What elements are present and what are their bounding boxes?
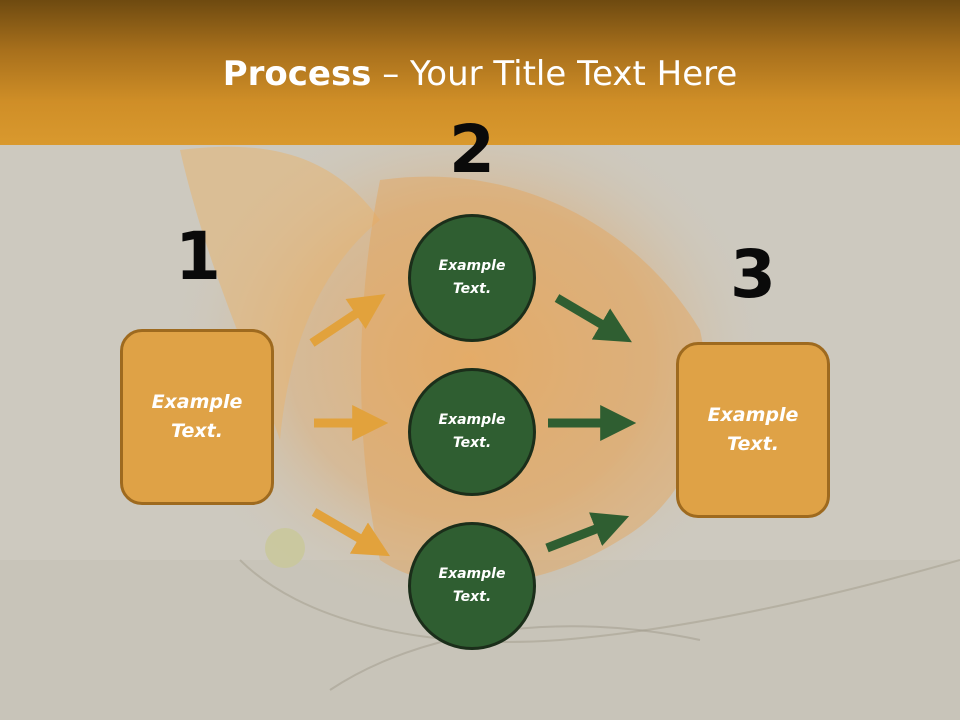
circle-bottom: Example Text. bbox=[408, 522, 536, 650]
slide-title: Process – Your Title Text Here bbox=[0, 50, 960, 98]
circle-middle-text: Example Text. bbox=[438, 412, 506, 451]
left-box: Example Text. bbox=[120, 329, 274, 505]
circle-top-text: Example Text. bbox=[438, 258, 506, 297]
title-bold: Process bbox=[222, 54, 372, 94]
arrow-top-to-3 bbox=[554, 294, 632, 343]
arrow-1-to-top bbox=[309, 294, 386, 347]
step-number-2: 2 bbox=[449, 111, 495, 188]
arrow-1-to-bottom bbox=[311, 508, 391, 557]
title-band bbox=[0, 0, 960, 145]
left-box-text: Example Text. bbox=[151, 391, 243, 442]
circle-bottom-text: Example Text. bbox=[438, 566, 506, 605]
step-number-1: 1 bbox=[175, 218, 221, 295]
right-box: Example Text. bbox=[676, 342, 830, 518]
arrow-bottom-to-3 bbox=[545, 512, 630, 553]
title-rest: – Your Title Text Here bbox=[371, 54, 738, 94]
circle-middle: Example Text. bbox=[408, 368, 536, 496]
circle-top: Example Text. bbox=[408, 214, 536, 342]
right-box-text: Example Text. bbox=[707, 404, 799, 455]
step-number-3: 3 bbox=[730, 236, 776, 313]
